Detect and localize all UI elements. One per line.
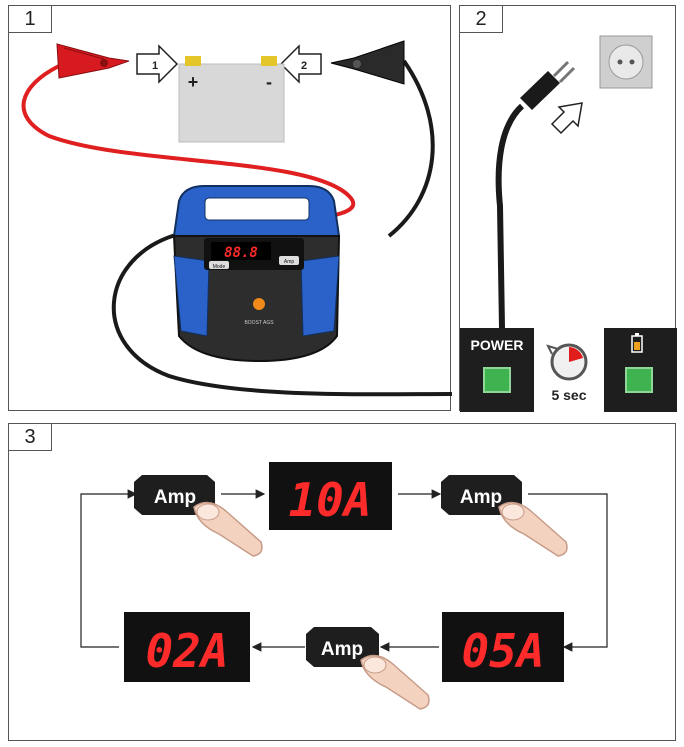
- plug-icon: [495, 60, 576, 329]
- battery-charger-device: 88.8 Mode Amp BOOST AGS: [172, 185, 341, 363]
- display-10a: 10A: [269, 462, 392, 530]
- black-cable: [387, 59, 435, 238]
- amp-button-label: Amp: [321, 639, 363, 660]
- display-10a-value: 10A: [288, 473, 371, 527]
- black-clamp-icon: [330, 40, 405, 85]
- charger-amp-label: Amp: [284, 259, 295, 265]
- display-05a: 05A: [442, 612, 564, 682]
- power-led: [483, 367, 511, 393]
- amp-selection-cycle: Amp 10A Amp 05A Amp: [80, 462, 608, 710]
- battery-plus-label: +: [188, 72, 199, 92]
- arrow-2-icon: 2: [279, 44, 322, 84]
- display-02a-value: 02A: [145, 624, 228, 678]
- amp-button-3[interactable]: Amp: [306, 627, 379, 667]
- panel-3: 3 Amp 10A Amp: [8, 423, 676, 741]
- arrow-2-label: 2: [301, 60, 307, 72]
- finger-icon: [498, 501, 568, 557]
- panel-1: 1 1 2 +: [8, 5, 452, 411]
- charge-led: [625, 367, 653, 393]
- arrow-1-icon: 1: [136, 44, 179, 84]
- battery-connection-illustration: 1 2 + - 88.8 Mode Amp: [21, 40, 452, 397]
- timer-label: 5 sec: [551, 387, 586, 403]
- display-02a: 02A: [124, 612, 250, 682]
- panel-number: 1: [9, 6, 52, 33]
- display-05a-value: 05A: [461, 624, 544, 678]
- finger-icon: [360, 654, 430, 710]
- loop-back-arrow: [80, 489, 138, 648]
- charger-mode-label: Mode: [213, 264, 226, 270]
- timer-icon: [546, 343, 588, 381]
- amp-button-1[interactable]: Amp: [134, 475, 215, 515]
- red-cable: [21, 64, 356, 223]
- panel-number: 2: [460, 6, 503, 33]
- panel-number: 3: [9, 424, 52, 451]
- insert-arrow-icon: [550, 102, 583, 135]
- power-label: POWER: [471, 337, 524, 353]
- battery-icon: + -: [178, 56, 285, 143]
- power-connection-illustration: POWER 5 sec: [460, 35, 677, 412]
- charger-display: 88.8: [224, 245, 258, 261]
- red-clamp-icon: [56, 43, 130, 79]
- panel-2: 2 POWER 5 sec: [459, 5, 677, 412]
- arrow-to-05a: [528, 493, 608, 652]
- arrow-1-label: 1: [152, 60, 158, 72]
- wall-socket-icon: [599, 35, 653, 89]
- mains-cable: [111, 232, 452, 397]
- amp-button-label: Amp: [460, 487, 502, 508]
- charger-brand-text: BOOST AGS: [244, 320, 274, 326]
- battery-minus-label: -: [266, 72, 272, 92]
- finger-icon: [193, 501, 263, 557]
- amp-button-label: Amp: [154, 487, 196, 508]
- charging-battery-icon: [631, 333, 643, 353]
